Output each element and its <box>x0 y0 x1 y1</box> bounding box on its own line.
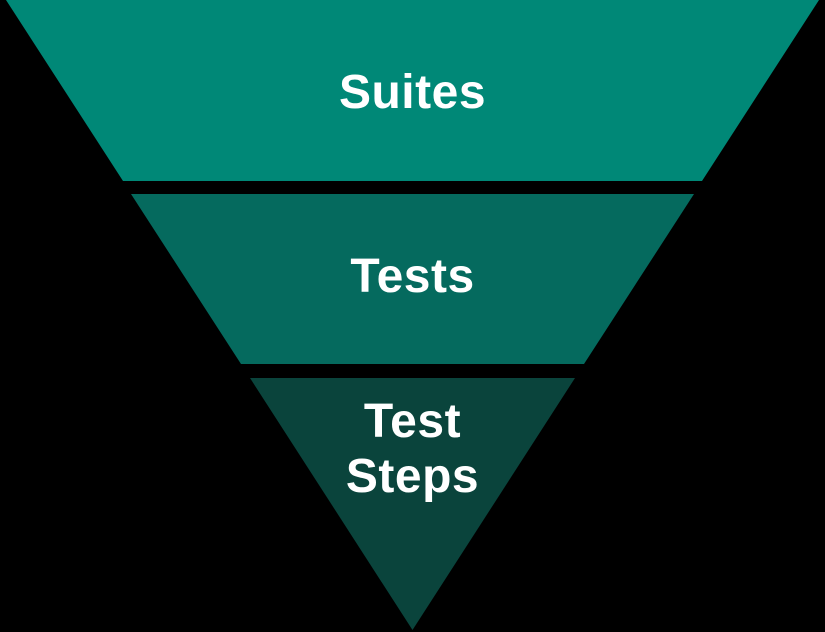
funnel-level-test-steps-shape <box>250 378 575 630</box>
funnel-level-suites-shape <box>6 0 819 181</box>
funnel-level-tests-shape <box>131 194 694 364</box>
test-steps-label-line2: Steps <box>346 450 479 503</box>
tests-label: Tests <box>350 250 474 303</box>
test-steps-label-line1: Test <box>364 395 461 448</box>
suites-label: Suites <box>339 66 486 119</box>
